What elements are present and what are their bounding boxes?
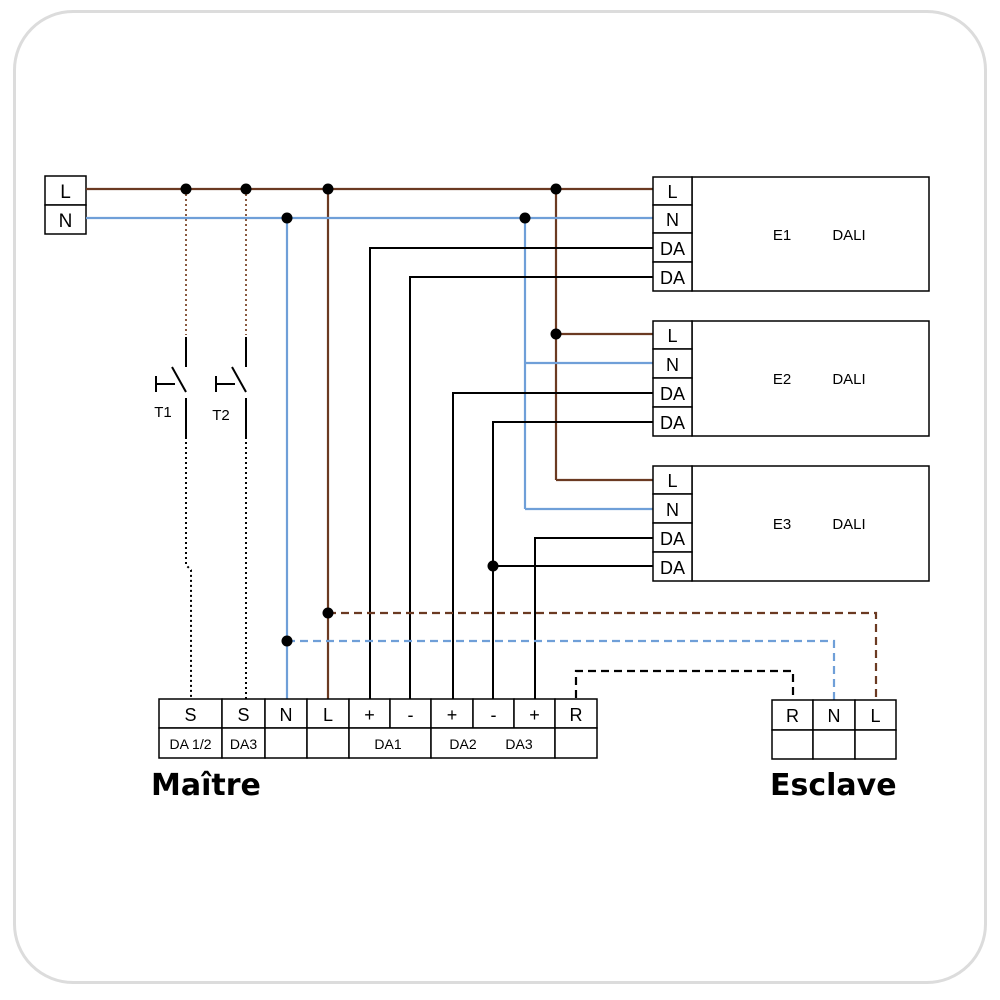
supply-n-label: N <box>59 211 73 232</box>
e1-terminal-n: N <box>666 210 679 230</box>
master-label-da1: DA1 <box>374 736 401 752</box>
master-terminal-s1: S <box>184 705 196 725</box>
e2-terminal-n: N <box>666 355 679 375</box>
master-title: Maître <box>151 768 261 803</box>
master-label-da12: DA 1/2 <box>169 736 211 752</box>
switch-t1-label: T1 <box>154 404 172 421</box>
master-terminal-da-minus: - <box>491 705 497 725</box>
e1-terminal-da1: DA <box>660 239 685 259</box>
e3-terminal-l: L <box>667 471 677 491</box>
ballast-e2: L N DA DA E2 DALI <box>652 320 930 437</box>
e1-terminal-l: L <box>667 182 677 202</box>
e3-type: DALI <box>832 516 865 533</box>
ballast-e3: L N DA DA E3 DALI <box>652 465 930 582</box>
e3-name: E3 <box>773 516 791 533</box>
e3-terminal-n: N <box>666 500 679 520</box>
e2-terminal-l: L <box>667 326 677 346</box>
slave-terminal-r: R <box>786 706 799 726</box>
e2-name: E2 <box>773 371 791 388</box>
e2-type: DALI <box>832 371 865 388</box>
e2-terminal-da2: DA <box>660 413 685 433</box>
master-terminal-s2: S <box>237 705 249 725</box>
master-terminal-da2-plus: + <box>447 705 458 725</box>
e3-terminal-da1: DA <box>660 529 685 549</box>
master-terminal-da1-plus: + <box>364 705 375 725</box>
slave-terminal-n: N <box>828 706 841 726</box>
master-terminal-r: R <box>570 705 583 725</box>
master-terminal-n: N <box>280 705 293 725</box>
master-label-da3-switch: DA3 <box>230 736 257 752</box>
junction-dots <box>180 183 562 647</box>
e1-terminal-da2: DA <box>660 268 685 288</box>
master-terminal-l: L <box>323 705 333 725</box>
switch-feed-wires <box>185 189 247 335</box>
data-wires <box>369 247 653 699</box>
master-terminal-da1-minus: - <box>408 705 414 725</box>
switch-t1 <box>155 337 187 437</box>
e2-terminal-da1: DA <box>660 384 685 404</box>
supply-l-label: L <box>60 182 71 203</box>
ballast-e1: L N DA DA E1 DALI <box>652 176 930 292</box>
switch-t2 <box>215 337 247 437</box>
master-terminal-da3-plus: + <box>529 705 540 725</box>
e1-name: E1 <box>773 227 791 244</box>
slave-terminal-block: R N L <box>771 699 897 760</box>
e1-type: DALI <box>832 227 865 244</box>
supply-terminals: L N <box>44 175 87 235</box>
slave-terminal-l: L <box>870 706 880 726</box>
e3-terminal-da2: DA <box>660 558 685 578</box>
master-label-da2: DA2 <box>449 736 476 752</box>
switch-t2-label: T2 <box>212 407 230 424</box>
switch-output-wires <box>185 437 247 699</box>
master-terminal-block: S S N L + - + - + R DA 1/2 DA3 DA1 DA2 D… <box>158 698 598 759</box>
neutral-wires <box>86 216 653 699</box>
slave-links <box>287 611 878 700</box>
slave-title: Esclave <box>770 768 897 803</box>
master-label-da3: DA3 <box>505 736 532 752</box>
